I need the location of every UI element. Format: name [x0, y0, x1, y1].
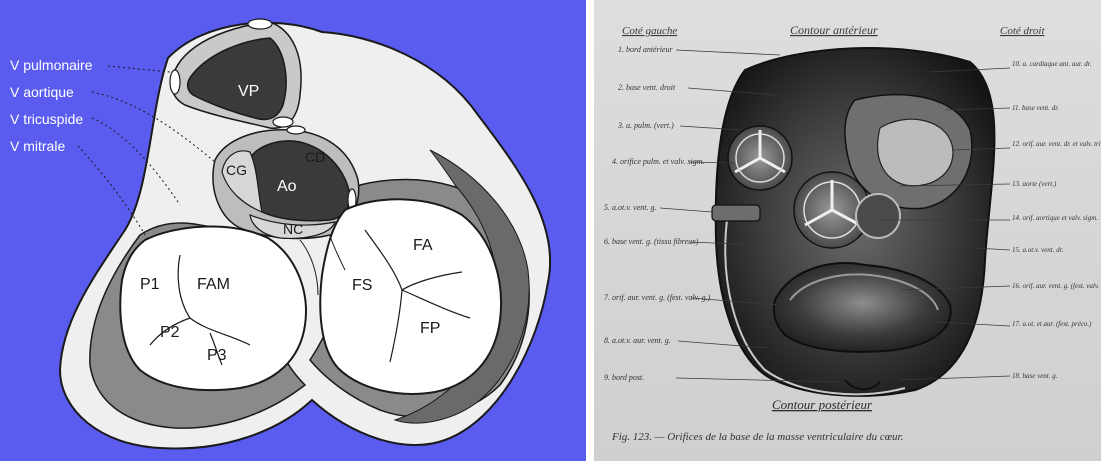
label-p1: P1 [140, 276, 160, 293]
specimen-coronary-stub [712, 205, 760, 221]
label-right-11: 11. base vent. dr. [1012, 104, 1059, 112]
legend-tricuspid-valve: V tricuspide [10, 111, 83, 127]
specimen-aortic-cusp-right [856, 194, 900, 238]
pulmonary-commissure-top [248, 19, 272, 29]
label-right-10: 10. a. cardiaque ant. aur. dr. [1012, 60, 1092, 68]
specimen-tricuspid-orifice [878, 119, 953, 186]
label-fa: FA [413, 237, 433, 254]
label-left-9: 9. bord post. [604, 373, 644, 382]
right-panel: Coté gauche Contour antérieur Coté droit [594, 0, 1101, 461]
label-nc: NC [283, 221, 303, 237]
legend-mitral-valve: V mitrale [10, 138, 65, 154]
label-p2: P2 [160, 324, 180, 341]
legend-pulmonary-valve: V pulmonaire [10, 57, 93, 73]
header-right-side: Coté droit [1000, 25, 1045, 37]
label-right-15: 15. a.ot.v. vent. dr. [1012, 246, 1064, 254]
label-vp: VP [238, 83, 259, 100]
left-panel: V pulmonaire V aortique V tricuspide V m… [0, 0, 586, 461]
label-right-18: 18. base vent. g. [1012, 372, 1058, 380]
label-left-8: 8. a.ot.v. aur. vent. g. [604, 336, 671, 345]
label-left-3: 3. a. pulm. (vert.) [617, 121, 674, 130]
label-fp: FP [420, 320, 440, 337]
label-left-2: 2. base vent. droit [618, 83, 676, 92]
label-cg: CG [226, 162, 247, 178]
tricuspid-valve [320, 199, 501, 394]
label-right-14: 14. orif. aortique et valv. sigm. [1012, 214, 1098, 222]
label-cd: CD [305, 149, 325, 165]
label-fam: FAM [197, 276, 230, 293]
label-right-17: 17. a.ot. et aur. (fest. préco.) [1012, 320, 1092, 328]
label-left-4: 4. orifice pulm. et valv. sigm. [612, 157, 705, 166]
footer-posterior-contour: Contour postérieur [772, 397, 873, 412]
legend-aortic-valve: V aortique [10, 84, 74, 100]
figure-caption: Fig. 123. — Orifices de la base de la ma… [611, 431, 903, 443]
label-left-6: 6. base vent. g. (tissu fibreux) [604, 237, 699, 246]
mitral-valve [120, 226, 306, 390]
label-right-12: 12. orif. aur. vent. dr. et valv. tricus… [1012, 140, 1101, 148]
label-left-1: 1. bord antérieur [618, 45, 673, 54]
label-left-7: 7. orif. aur. vent. g. (fest. valv. g.) [604, 293, 711, 302]
header-anterior-contour: Contour antérieur [790, 23, 878, 37]
label-p3: P3 [207, 347, 227, 364]
pulmonary-commissure-right [273, 117, 293, 127]
pulmonary-commissure-left [170, 70, 180, 94]
header-left-side: Coté gauche [622, 25, 677, 37]
label-ao: Ao [277, 178, 297, 195]
aortic-commissure-top [287, 126, 305, 134]
label-left-5: 5. a.ot.v. vent. g. [604, 203, 657, 212]
label-right-13: 13. aorte (vert.) [1012, 180, 1057, 188]
label-fs: FS [352, 277, 372, 294]
label-right-16: 16. orif. aur. vent. g. (fest. valv. dr.… [1012, 282, 1101, 290]
